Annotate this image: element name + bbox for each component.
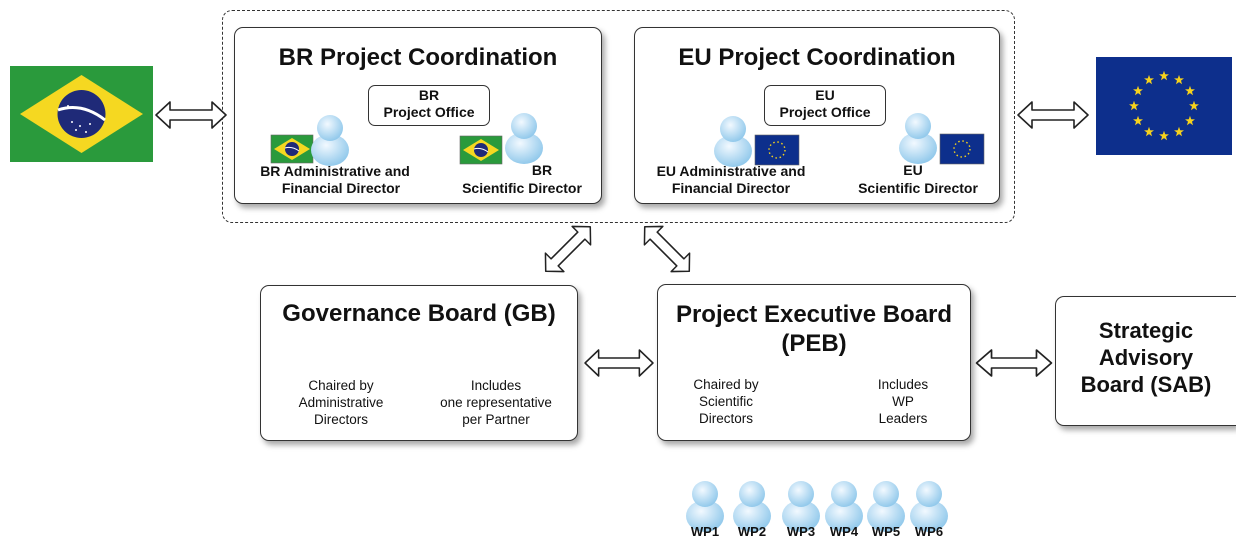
governance-board-title: Governance Board (GB) [282,300,556,327]
gb-left-line: Administrative [298,395,384,410]
gb-right-line: Includes [470,378,522,393]
peb-includes-text: Includes WP Leaders [844,376,962,427]
br-scientific-flag-icon [459,135,503,165]
wp1-label: WP1 [690,524,720,539]
wp3-label: WP3 [786,524,816,539]
peb-chaired-by-text: Chaired by Scientific Directors [666,376,786,427]
br-admin-line1: BR Administrative and [260,163,410,179]
eu-star-icon [1133,85,1143,96]
brazil-flag [10,66,153,162]
br-sci-line2: Scientific Director [462,180,582,196]
eu-sci-line1: EU [903,162,923,178]
strategic-advisory-board-box: Strategic Advisory Board (SAB) [1055,296,1236,426]
br-admin-line2: Financial Director [281,180,401,196]
eu-scientific-director-label: EU Scientific Director [842,161,994,197]
eu-star-icon [1159,130,1169,141]
wp6-label: WP6 [914,524,944,539]
gb-left-line: Chaired by [308,378,374,393]
br-sci-line1: BR [531,162,553,178]
peb-sab-arrow [975,349,1053,377]
br-scientific-director-label: BR Scientific Director [448,161,596,197]
sab-line: Strategic [1098,318,1194,343]
peb-right-line: Leaders [878,411,928,426]
eu-star-icon [1144,126,1154,137]
eu-project-coordination-box: EU Project Coordination EU Project Offic… [634,27,1000,204]
eu-admin-flag-icon [754,134,800,166]
gb-right-line: per Partner [462,412,530,427]
peb-left-line: Scientific [698,394,754,409]
br-admin-flag-icon [270,134,314,164]
wp4-label: WP4 [829,524,859,539]
gb-right-line: one representative [440,395,552,410]
gb-peb-arrow [584,349,654,377]
eu-star-icon [1189,100,1199,111]
peb-title-line1: Project Executive Board [675,301,953,328]
gb-chaired-by-text: Chaired by Administrative Directors [275,377,407,428]
eu-star-icon [1174,74,1184,85]
eu-admin-line2: Financial Director [671,180,791,196]
peb-right-line: Includes [877,377,929,392]
eu-star-icon [1185,85,1195,96]
eu-star-icon [1185,115,1195,126]
gb-left-line: Directors [313,412,368,427]
peb-title-line2: (PEB) [781,330,847,357]
eu-office-line2: Project Office [779,104,871,120]
eu-admin-director-label: EU Administrative and Financial Director [636,163,826,197]
br-coordination-title: BR Project Coordination [278,44,558,71]
sab-line: Advisory [1098,345,1194,370]
br-project-office: BR Project Office [368,85,490,126]
eu-sci-line2: Scientific Director [858,180,978,196]
eu-star-icon [1174,126,1184,137]
peb-left-line: Chaired by [693,377,759,392]
brazil-to-br-coordination-arrow [155,101,227,129]
gb-includes-text: Includes one representative per Partner [423,377,569,428]
coordination-to-gb-arrow [535,216,601,282]
sab-title: Strategic Advisory Board (SAB) [1056,317,1236,398]
eu-star-icon [1159,70,1169,81]
eu-project-office: EU Project Office [764,85,886,126]
peb-left-line: Directors [698,411,753,426]
eu-admin-director-person-icon [714,116,752,167]
br-admin-director-label: BR Administrative and Financial Director [240,163,430,197]
wp2-label: WP2 [737,524,767,539]
br-office-line1: BR [418,87,440,103]
peb-right-line: WP [892,394,914,409]
eu-office-line1: EU [815,87,835,103]
eu-admin-line1: EU Administrative and [656,163,806,179]
br-scientific-director-person-icon [505,113,543,164]
wp5-label: WP5 [871,524,901,539]
eu-flag [1096,57,1232,155]
governance-board-box: Governance Board (GB) Chaired by Adminis… [260,285,578,441]
eu-star-icon [1133,115,1143,126]
project-executive-board-box: Project Executive Board (PEB) Chaired by… [657,284,971,441]
eu-coordination-to-eu-arrow [1017,101,1089,129]
eu-coordination-title: EU Project Coordination [678,44,956,71]
eu-scientific-director-person-icon [899,113,937,164]
br-admin-director-person-icon [311,115,349,166]
sab-line: Board (SAB) [1080,372,1212,397]
br-office-line2: Project Office [383,104,475,120]
eu-star-icon [1144,74,1154,85]
coordination-to-peb-arrow [634,216,700,282]
eu-scientific-flag-icon [939,133,985,165]
eu-star-icon [1129,100,1139,111]
br-project-coordination-box: BR Project Coordination BR Project Offic… [234,27,602,204]
